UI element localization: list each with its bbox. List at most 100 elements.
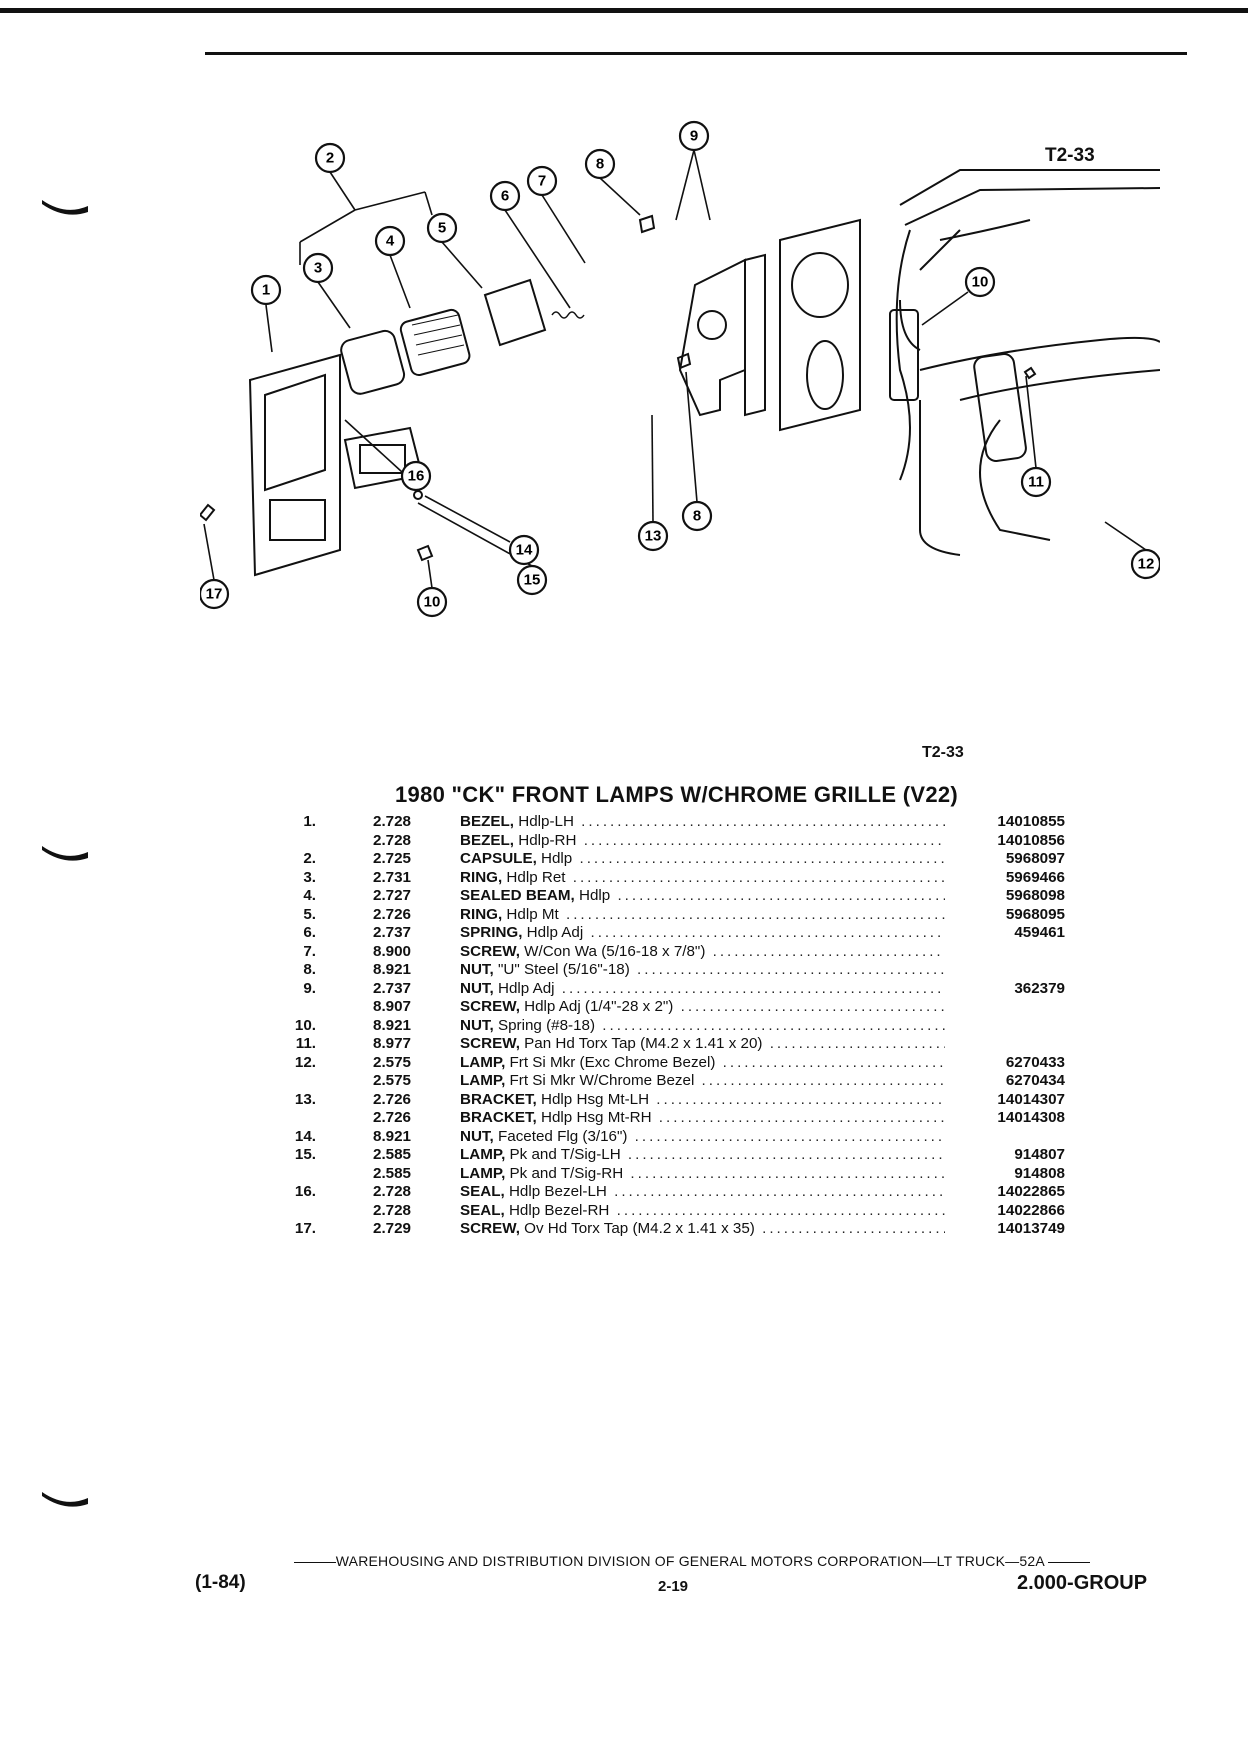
callout-17: 17 <box>200 578 230 610</box>
binder-mark <box>40 1488 90 1510</box>
part-name: LAMP, <box>460 1146 506 1163</box>
part-number: 6270434 <box>1005 1072 1065 1089</box>
callout-3: 3 <box>302 252 334 284</box>
part-detail: W/Con Wa (5/16-18 x 7/8") <box>519 942 706 960</box>
item-key: 9. <box>303 979 316 997</box>
dot-leader: ........................................… <box>634 1127 945 1145</box>
part-detail: Pan Hd Torx Tap (M4.2 x 1.41 x 20) <box>519 1035 763 1052</box>
group-number: 2.725 <box>373 850 412 867</box>
part-name: LAMP, <box>460 1072 506 1089</box>
part-name: BEZEL, <box>460 831 515 849</box>
dot-leader: ........................................… <box>658 1109 945 1126</box>
group-number: 2.728 <box>373 1183 412 1200</box>
part-description: RING, Hdlp Mt ..........................… <box>460 906 945 925</box>
svg-text:4: 4 <box>386 233 395 250</box>
dot-leader: ........................................… <box>561 979 945 997</box>
group-number: 2.726 <box>373 905 412 923</box>
callout-13: 13 <box>637 520 669 552</box>
part-description: LAMP, Pk and T/Sig-LH ..................… <box>460 1146 945 1165</box>
group-number: 8.907 <box>373 998 412 1015</box>
part-name: LAMP, <box>460 1164 506 1182</box>
item-key: 14. <box>294 1127 316 1145</box>
dot-leader: ........................................… <box>602 1016 945 1034</box>
svg-text:8: 8 <box>596 156 604 173</box>
dot-leader: ........................................… <box>656 1090 945 1108</box>
svg-text:1: 1 <box>262 282 270 299</box>
part-name: SEAL, <box>460 1201 505 1219</box>
item-key: 17. <box>294 1220 316 1237</box>
dot-leader: ........................................… <box>630 1164 945 1182</box>
plate-label-top: T2-33 <box>1045 145 1095 166</box>
callout-16: 16 <box>400 460 432 492</box>
part-description: BEZEL, Hdlp-LH .........................… <box>460 813 945 832</box>
part-name: CAPSULE, <box>460 850 537 867</box>
callout-11: 11 <box>1020 466 1052 498</box>
part-number: 5968098 <box>1005 887 1065 904</box>
part-detail: Hdlp Ret <box>502 868 566 886</box>
svg-text:17: 17 <box>206 586 223 603</box>
top-border-rule <box>0 8 1248 13</box>
part-name: SEALED BEAM, <box>460 887 575 904</box>
part-detail: Hdlp <box>574 887 611 904</box>
dot-leader: ........................................… <box>583 831 945 849</box>
dot-leader: ........................................… <box>627 1146 945 1163</box>
page-number: 2-19 <box>658 1578 689 1595</box>
group-number: 2.731 <box>373 868 412 886</box>
binder-mark <box>40 196 90 218</box>
item-key: 6. <box>303 924 316 941</box>
dot-leader: ........................................… <box>581 813 945 830</box>
part-number: 14022865 <box>997 1183 1065 1200</box>
part-detail: Hdlp Adj (1/4"-28 x 2") <box>519 998 674 1015</box>
part-detail: Ov Hd Torx Tap (M4.2 x 1.41 x 35) <box>519 1220 755 1237</box>
item-key: 11. <box>295 1035 316 1052</box>
part-description: SPRING, Hdlp Adj .......................… <box>460 924 945 943</box>
svg-text:9: 9 <box>690 128 698 145</box>
footer-date: (1-84) <box>195 1572 246 1593</box>
item-key: 1. <box>303 813 316 830</box>
part-description: NUT, Faceted Flg (3/16") ...............… <box>460 1128 945 1147</box>
dot-leader: ........................................… <box>617 887 945 904</box>
svg-text:12: 12 <box>1138 556 1155 573</box>
group-number: 2.726 <box>373 1109 412 1126</box>
part-detail: Pk and T/Sig-RH <box>505 1164 624 1182</box>
part-description: BRACKET, Hdlp Hsg Mt-LH ................… <box>460 1091 945 1110</box>
svg-text:13: 13 <box>645 528 662 545</box>
callout-8: 8 <box>584 148 616 180</box>
callout-1: 1 <box>250 274 282 306</box>
callout-7: 7 <box>526 165 558 197</box>
group-number: 2.729 <box>373 1220 412 1237</box>
part-description: SCREW, Pan Hd Torx Tap (M4.2 x 1.41 x 20… <box>460 1035 945 1054</box>
part-detail: Hdlp Adj <box>522 924 584 941</box>
part-detail: Faceted Flg (3/16") <box>493 1127 628 1145</box>
dot-leader: ........................................… <box>616 1201 945 1219</box>
dot-leader: ........................................… <box>637 961 945 978</box>
part-name: LAMP, <box>460 1053 506 1071</box>
part-description: LAMP, Frt Si Mkr W/Chrome Bezel ........… <box>460 1072 945 1091</box>
dot-leader: ........................................… <box>579 850 945 867</box>
group-number: 8.921 <box>373 1127 412 1145</box>
part-name: SCREW, <box>460 998 520 1015</box>
diagram-artwork <box>200 169 1160 577</box>
footer-division-text: WAREHOUSING AND DISTRIBUTION DIVISION OF… <box>335 1553 1045 1569</box>
part-number: 14014308 <box>997 1109 1065 1126</box>
group-number: 2.728 <box>373 1201 412 1219</box>
part-description: BEZEL, Hdlp-RH .........................… <box>460 832 945 851</box>
callout-2: 2 <box>314 142 346 174</box>
part-name: NUT, <box>460 961 494 978</box>
dot-leader: ........................................… <box>762 1220 945 1237</box>
footer-dash-left <box>293 1561 336 1564</box>
footer-dash-right <box>1048 1561 1091 1564</box>
part-name: NUT, <box>460 979 494 997</box>
part-detail: Hdlp Hsg Mt-LH <box>536 1090 650 1108</box>
parts-list: 1. 2.728 BEZEL, Hdlp-LH ..................… <box>280 813 1080 1239</box>
plate-label-caption: T2-33 <box>922 744 964 761</box>
part-detail: Hdlp Mt <box>502 905 559 923</box>
